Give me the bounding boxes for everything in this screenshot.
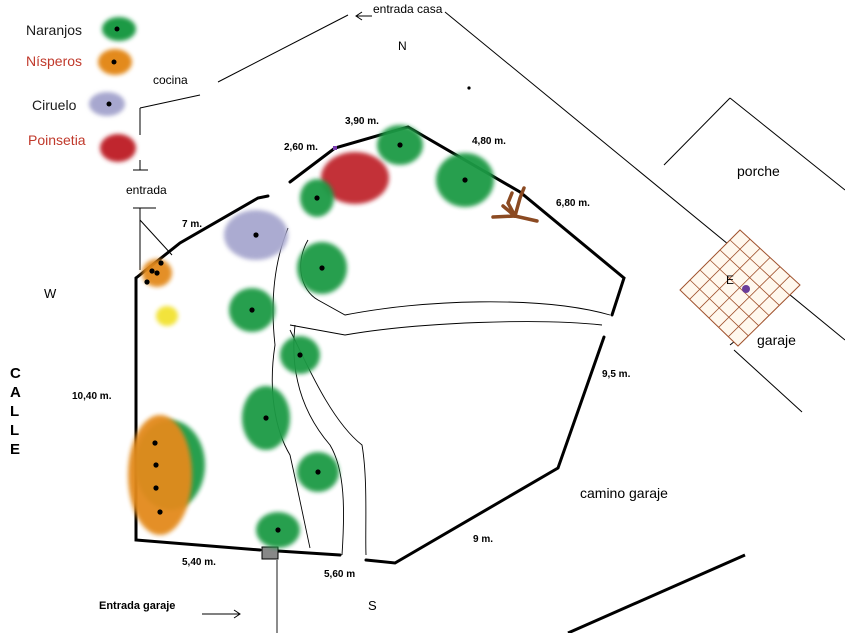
- measure-4-80m: 4,80 m.: [472, 136, 506, 147]
- tree-trunk-dot: [253, 232, 259, 238]
- marker-dot: [467, 86, 471, 90]
- tree-trunk-dot: [153, 485, 159, 491]
- trees: [128, 125, 494, 548]
- legend-swatch-poinsetia: [100, 134, 136, 162]
- svg-text:L: L: [10, 403, 19, 420]
- street-line: [567, 553, 746, 633]
- label-west: W: [44, 286, 57, 301]
- tree-trunk-dot: [315, 469, 321, 475]
- garage-grid: E: [679, 229, 801, 347]
- legend: Naranjos Nísperos Ciruelo Poinsetia: [26, 17, 136, 162]
- arrow-entrada-casa: [355, 11, 372, 21]
- tree-trunk-dot: [249, 307, 255, 313]
- tree-trunk-dot: [275, 527, 281, 533]
- measure-5-60m: 5,60 m: [324, 569, 355, 580]
- legend-label-naranjos: Naranjos: [26, 22, 82, 38]
- legend-item-nisperos: Nísperos: [26, 49, 132, 75]
- label-south: S: [368, 598, 377, 613]
- tree-trunk-dot: [263, 415, 269, 421]
- grid-line: [689, 279, 749, 337]
- e-marker-label: E: [726, 273, 734, 287]
- plan-labels: entrada casa N cocina entrada W S porche…: [10, 2, 796, 619]
- tree-trunk-dot: [397, 142, 403, 148]
- legend-label-ciruelo: Ciruelo: [32, 97, 77, 113]
- measure-10-40m: 10,40 m.: [72, 391, 112, 402]
- gate-post: [261, 546, 279, 560]
- measure-5-40m: 5,40 m.: [182, 557, 216, 568]
- nispero-tree: [128, 415, 192, 535]
- measure-7m: 7 m.: [182, 219, 202, 230]
- measure-9-5m: 9,5 m.: [602, 369, 631, 380]
- label-calle: C A L L E: [10, 365, 21, 458]
- label-entrada: entrada: [126, 183, 167, 197]
- lemon-tree: [156, 306, 178, 326]
- svg-text:E: E: [10, 441, 20, 458]
- tree-trunk-dot: [297, 352, 303, 358]
- measure-2-60m: 2,60 m.: [284, 142, 318, 153]
- stump: [491, 186, 539, 223]
- tree-trunk-dot: [144, 279, 150, 285]
- label-camino-garaje: camino garaje: [580, 485, 668, 501]
- e-marker-dot: [742, 285, 750, 293]
- house-outline: [133, 11, 845, 413]
- arrow-entrada-garaje: [202, 609, 241, 619]
- legend-label-poinsetia: Poinsetia: [28, 132, 86, 148]
- marker-purple: [333, 146, 337, 150]
- legend-item-poinsetia: Poinsetia: [28, 132, 136, 162]
- label-north: N: [398, 39, 407, 53]
- tree-trunk-dot: [319, 265, 325, 271]
- legend-item-naranjos: Naranjos: [26, 17, 136, 41]
- poinsetia-bush: [321, 152, 389, 204]
- tree-trunk-dot: [157, 509, 163, 515]
- svg-text:A: A: [10, 384, 21, 401]
- measure-9m: 9 m.: [473, 534, 493, 545]
- label-cocina: cocina: [153, 73, 188, 87]
- label-porche: porche: [737, 163, 780, 179]
- measurements: 7 m. 2,60 m. 3,90 m. 4,80 m. 6,80 m. 9,5…: [72, 116, 631, 580]
- measure-3-90m: 3,90 m.: [345, 116, 379, 127]
- tree-trunk-dot: [152, 440, 158, 446]
- measure-6-80m: 6,80 m.: [556, 198, 590, 209]
- tree-trunk-dot: [462, 177, 468, 183]
- label-entrada-casa: entrada casa: [373, 2, 443, 16]
- legend-item-ciruelo: Ciruelo: [32, 92, 125, 116]
- label-entrada-garaje: Entrada garaje: [99, 600, 175, 612]
- tree-trunk-dot: [314, 195, 320, 201]
- legend-label-nisperos: Nísperos: [26, 53, 82, 69]
- svg-text:C: C: [10, 365, 21, 382]
- tree-trunk-dot: [153, 462, 159, 468]
- tree-trunk-dot: [149, 268, 155, 274]
- svg-text:L: L: [10, 422, 19, 439]
- label-garaje: garaje: [757, 332, 796, 348]
- tree-trunk-dot: [158, 260, 164, 266]
- tree-trunk-dot: [154, 270, 160, 276]
